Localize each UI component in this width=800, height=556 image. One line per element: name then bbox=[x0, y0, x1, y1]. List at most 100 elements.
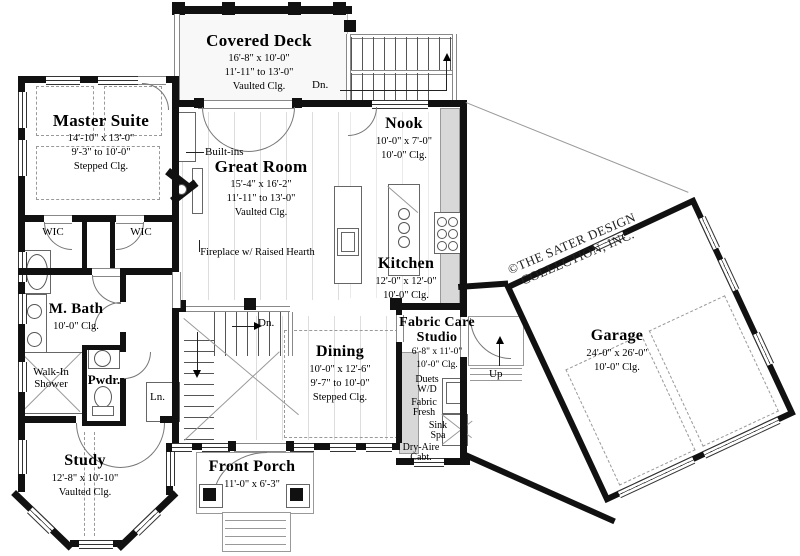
fireplace-label: Fireplace w/ Raised Hearth bbox=[200, 247, 315, 258]
range-burner bbox=[437, 229, 447, 239]
deck-slab bbox=[176, 12, 348, 104]
window bbox=[18, 252, 27, 282]
dn-label-deck: Dn. bbox=[312, 79, 329, 91]
stoop-step-line bbox=[470, 380, 522, 381]
porch-step-line bbox=[225, 544, 286, 545]
up-label: Up bbox=[489, 368, 503, 380]
post bbox=[344, 20, 356, 32]
post bbox=[228, 441, 236, 451]
post bbox=[286, 441, 294, 451]
porch-column-core bbox=[290, 488, 303, 501]
wic-label: WIC bbox=[42, 226, 64, 238]
hearth bbox=[192, 168, 203, 214]
window bbox=[18, 140, 27, 176]
wall bbox=[82, 345, 126, 350]
wall bbox=[120, 378, 126, 421]
wall bbox=[110, 215, 115, 270]
wall bbox=[18, 76, 176, 83]
dry-aire-label: Cabt. bbox=[410, 452, 432, 463]
room-label-nook: Nook 10'-0" x 7'-0" 10'-0" Clg. bbox=[375, 115, 433, 161]
wall bbox=[396, 342, 402, 443]
wall bbox=[172, 107, 179, 217]
built-ins-label: Built-ins bbox=[205, 146, 244, 158]
post bbox=[244, 298, 256, 310]
deck-stair-rail bbox=[346, 34, 351, 105]
door-opening bbox=[396, 315, 404, 342]
ceiling-tray bbox=[36, 86, 94, 136]
ceiling-tray bbox=[104, 86, 162, 136]
dn-label-stair: Dn. bbox=[258, 317, 275, 329]
post bbox=[333, 2, 346, 15]
wall bbox=[18, 215, 178, 222]
wall bbox=[18, 416, 76, 423]
porch-steps bbox=[222, 512, 291, 552]
porch-column-core bbox=[203, 488, 216, 501]
cooktop-burner bbox=[398, 208, 410, 220]
wall bbox=[18, 76, 25, 352]
stoop-arrowhead bbox=[496, 336, 504, 344]
room-label-study: Study 12'-8" x 10'-10" Vaulted Clg. bbox=[51, 452, 119, 498]
stair-rail bbox=[186, 306, 290, 312]
porch-step-line bbox=[225, 536, 286, 537]
door-arc bbox=[92, 275, 121, 304]
range-burner bbox=[448, 241, 458, 251]
dry-aire-label: Dry-Aire bbox=[402, 442, 440, 453]
walk-in-shower-label: Walk-In bbox=[33, 366, 69, 378]
wall bbox=[120, 268, 126, 302]
post bbox=[194, 98, 204, 108]
window bbox=[414, 458, 444, 467]
wall bbox=[82, 345, 87, 425]
deck-rail bbox=[174, 14, 180, 102]
deck-stair-rail bbox=[452, 34, 457, 105]
wall bbox=[120, 332, 126, 352]
stair-treads bbox=[214, 312, 290, 356]
ceiling-tray bbox=[36, 146, 160, 200]
wic-label: WIC bbox=[130, 226, 152, 238]
wall bbox=[172, 6, 352, 14]
stair-arrow bbox=[197, 332, 198, 370]
built-ins-leader bbox=[186, 152, 204, 153]
range-burner bbox=[448, 217, 458, 227]
porch-step-line bbox=[225, 520, 286, 521]
range-burner bbox=[437, 241, 447, 251]
window bbox=[18, 92, 27, 128]
window bbox=[366, 443, 392, 452]
deck-stair-treads bbox=[351, 73, 431, 102]
wall bbox=[396, 303, 467, 310]
sink bbox=[27, 304, 42, 319]
stair-rail bbox=[288, 312, 293, 356]
window bbox=[372, 100, 428, 109]
door-arc bbox=[124, 352, 151, 379]
room-label-garage: Garage 24'-0" x 26'-0" 10'-0" Clg. bbox=[586, 327, 648, 373]
room-label-covered-deck: Covered Deck 16'-8" x 10'-0" 11'-11" to … bbox=[206, 31, 312, 92]
front-door-opening bbox=[234, 443, 286, 452]
toilet bbox=[94, 386, 112, 408]
room-label-dining: Dining 10'-0" x 12'-6" 9'-7" to 10'-0" S… bbox=[309, 343, 371, 403]
deck-stair-arrow bbox=[340, 90, 446, 91]
wall-chamfer bbox=[11, 490, 74, 551]
ceiling-line-study bbox=[84, 432, 86, 536]
window bbox=[18, 362, 27, 392]
post bbox=[292, 98, 302, 108]
room-label-kitchen: Kitchen 12'-0" x 12'-0" 10'-0" Clg. bbox=[375, 255, 437, 301]
eave-line bbox=[465, 102, 689, 193]
door-arc bbox=[142, 83, 169, 110]
range-burner bbox=[448, 229, 458, 239]
range-burner bbox=[437, 217, 447, 227]
toilet-tank bbox=[92, 406, 114, 416]
garage-window bbox=[717, 257, 740, 292]
duets-label: W/D bbox=[417, 384, 437, 395]
window bbox=[172, 443, 192, 452]
cooktop-burner bbox=[398, 236, 410, 248]
stair-treads bbox=[184, 340, 214, 440]
duets-label: Duets bbox=[415, 374, 439, 385]
stoop-step-line bbox=[470, 374, 522, 375]
sink-spa-label: Sink bbox=[428, 420, 448, 431]
porch-step-line bbox=[225, 528, 286, 529]
post bbox=[288, 2, 301, 15]
window bbox=[98, 76, 138, 85]
room-label-fabric-care: Fabric Care Studio 6'-8" x 11'-0" 10'-0"… bbox=[399, 315, 475, 371]
window bbox=[202, 443, 230, 452]
room-label-master-suite: Master Suite 14'-10" x 13'-0" 9'-3" to 1… bbox=[52, 111, 150, 172]
